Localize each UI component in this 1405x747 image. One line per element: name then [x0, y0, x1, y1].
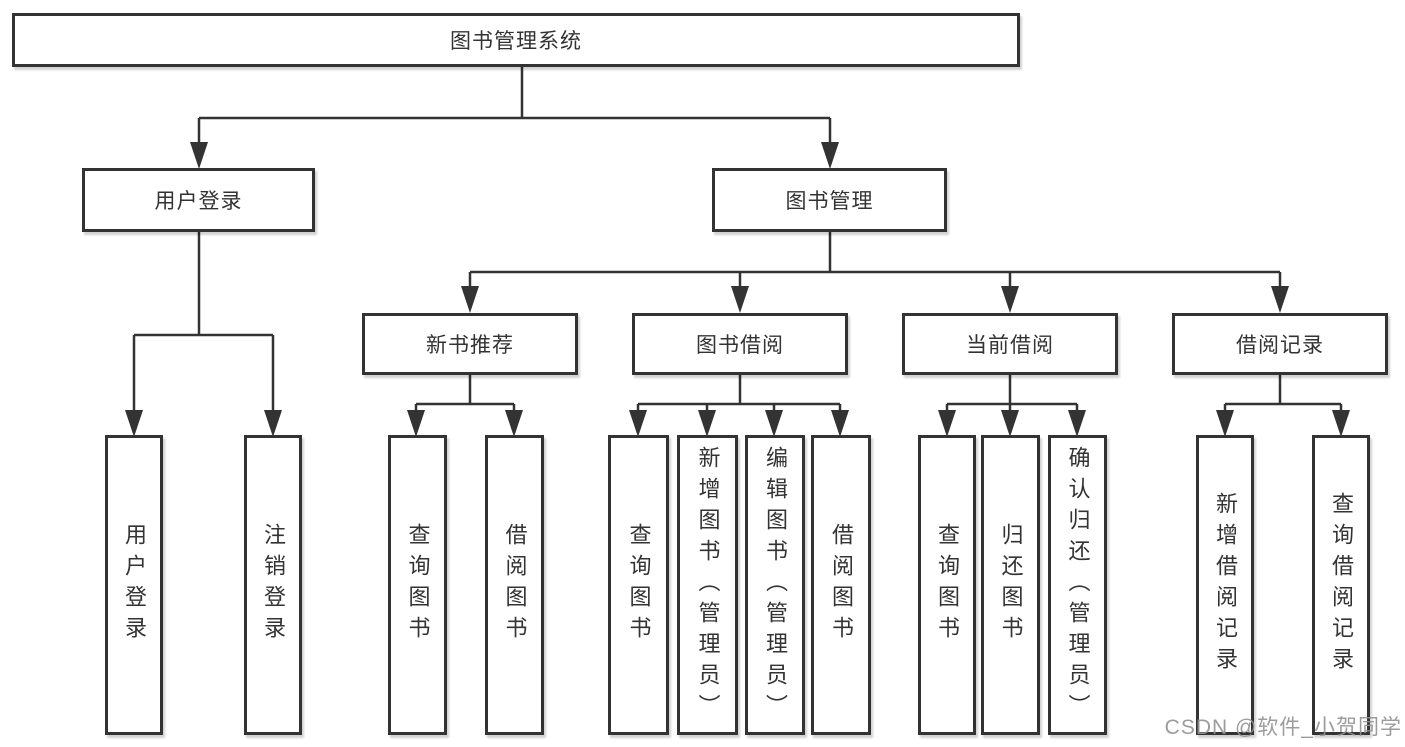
- arrow-down-icon: [629, 410, 647, 437]
- arrow-down-icon: [264, 410, 282, 437]
- node-new-book-recommendation: 新书推荐: [362, 313, 578, 375]
- leaf-query-books-recommend-label: 查询图书: [405, 523, 431, 647]
- arrow-down-icon: [125, 410, 143, 437]
- arrow-down-icon: [731, 286, 749, 313]
- leaf-borrow-books-recommend-label: 借阅图书: [502, 523, 528, 647]
- arrow-down-icon: [1332, 410, 1350, 437]
- arrow-down-icon: [190, 142, 208, 169]
- leaf-user-login: 用户登录: [105, 435, 163, 735]
- node-book-borrowing: 图书借阅: [632, 313, 848, 375]
- leaf-query-borrow-record-label: 查询借阅记录: [1329, 492, 1354, 678]
- arrow-down-icon: [1271, 286, 1289, 313]
- arrow-down-icon: [461, 286, 479, 313]
- arrow-down-icon: [505, 410, 523, 437]
- leaf-logout-label: 注销登录: [261, 523, 286, 647]
- arrow-down-icon: [1068, 410, 1086, 437]
- node-root-label: 图书管理系统: [450, 30, 582, 53]
- leaf-logout: 注销登录: [244, 435, 302, 735]
- leaf-add-book-admin: 新增图书（管理员）: [677, 435, 738, 735]
- leaf-return-books-label: 归还图书: [998, 523, 1024, 647]
- node-borrowing-records: 借阅记录: [1172, 313, 1388, 375]
- arrow-down-icon: [831, 410, 849, 437]
- arrow-down-icon: [407, 410, 425, 437]
- node-root: 图书管理系统: [12, 13, 1020, 67]
- tree-edges: [132, 67, 1343, 414]
- leaf-query-books-borrowing: 查询图书: [608, 435, 669, 735]
- leaf-confirm-return-admin: 确认归还（管理员）: [1048, 435, 1107, 735]
- leaf-edit-book-admin: 编辑图书（管理员）: [745, 435, 805, 735]
- arrow-down-icon: [1001, 410, 1019, 437]
- arrow-down-icon: [938, 410, 956, 437]
- leaf-return-books: 归还图书: [981, 435, 1040, 735]
- leaf-query-books-borrowing-label: 查询图书: [626, 523, 652, 647]
- arrow-down-icon: [765, 410, 783, 437]
- leaf-borrow-books-borrowing-label: 借阅图书: [829, 523, 854, 647]
- leaf-query-books-current-label: 查询图书: [935, 523, 960, 647]
- node-current-borrowing-label: 当前借阅: [966, 334, 1054, 357]
- node-user-login: 用户登录: [82, 168, 315, 232]
- node-book-management: 图书管理: [712, 168, 947, 232]
- node-borrowing-records-label: 借阅记录: [1236, 334, 1324, 357]
- node-book-management-label: 图书管理: [785, 190, 874, 213]
- leaf-add-book-admin-label: 新增图书（管理员）: [695, 445, 721, 725]
- leaf-add-borrow-record-label: 新增借阅记录: [1213, 492, 1238, 678]
- arrow-down-icon: [1216, 410, 1234, 437]
- leaf-query-books-current: 查询图书: [918, 435, 976, 735]
- arrow-down-icon: [821, 142, 839, 169]
- node-user-login-label: 用户登录: [154, 190, 243, 213]
- arrowheads: [125, 142, 1350, 437]
- leaf-query-books-recommend: 查询图书: [388, 435, 447, 735]
- leaf-borrow-books-recommend: 借阅图书: [485, 435, 544, 735]
- leaf-query-borrow-record: 查询借阅记录: [1312, 435, 1370, 735]
- node-new-book-recommendation-label: 新书推荐: [426, 334, 514, 357]
- node-book-borrowing-label: 图书借阅: [696, 334, 784, 357]
- node-current-borrowing: 当前借阅: [902, 313, 1118, 375]
- leaf-borrow-books-borrowing: 借阅图书: [811, 435, 871, 735]
- leaf-user-login-label: 用户登录: [122, 523, 147, 647]
- leaf-edit-book-admin-label: 编辑图书（管理员）: [763, 445, 788, 725]
- arrow-down-icon: [698, 410, 716, 437]
- leaf-confirm-return-admin-label: 确认归还（管理员）: [1065, 445, 1091, 725]
- arrow-down-icon: [1001, 286, 1019, 313]
- leaf-add-borrow-record: 新增借阅记录: [1196, 435, 1254, 735]
